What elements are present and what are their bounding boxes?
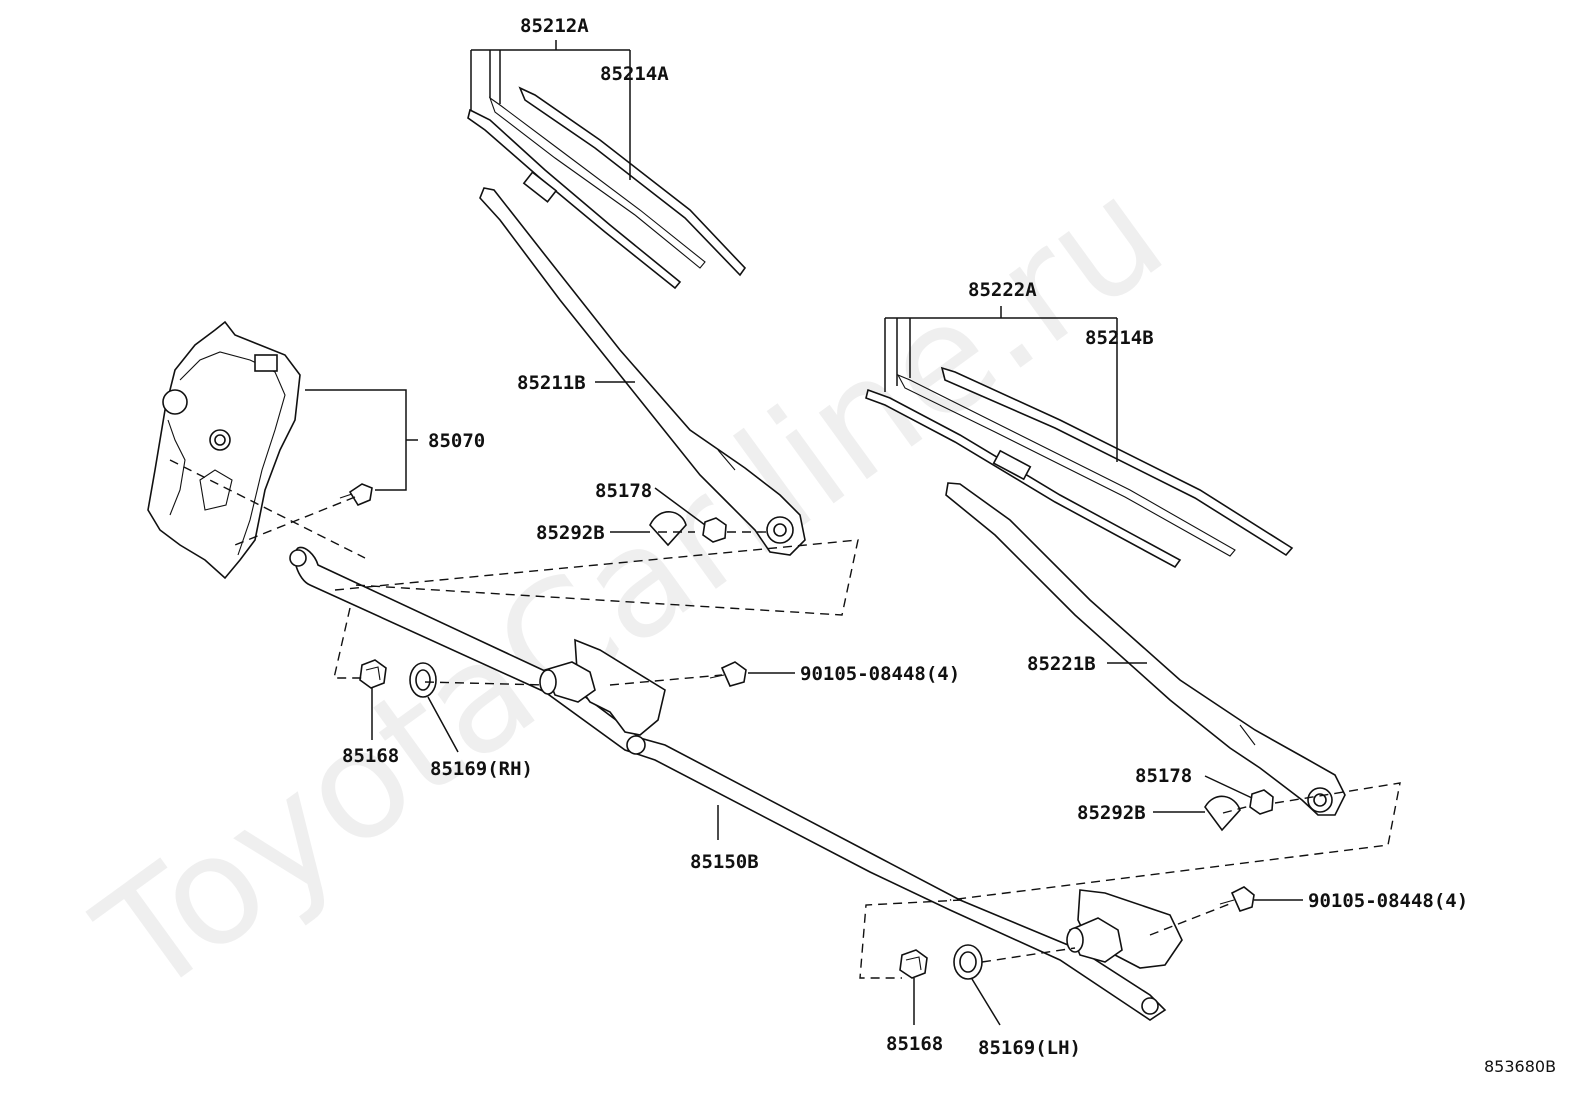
nut-85168-rh	[359, 659, 387, 689]
label-85169-lh: 85169(LH)	[978, 1037, 1081, 1059]
washer-85169-rh	[409, 662, 437, 698]
cap-85292B-lh	[1204, 795, 1241, 832]
label-85214A: 85214A	[600, 63, 669, 85]
assembly-dash-lines	[169, 459, 1401, 979]
label-85292B-lh: 85292B	[1077, 802, 1146, 824]
label-90105-08448-lower: 90105-08448(4)	[1308, 890, 1468, 912]
label-85212A: 85212A	[520, 15, 589, 37]
bolt-90105-upper	[709, 661, 747, 687]
label-90105-08448-upper: 90105-08448(4)	[800, 663, 960, 685]
watermark-text: ToyotaCarlline.ru	[68, 145, 1194, 1030]
wiper-arm-lh	[945, 482, 1346, 816]
label-85150B: 85150B	[690, 851, 759, 873]
wiper-arm-rh	[479, 187, 806, 556]
wiper-blade-lh	[865, 366, 1294, 569]
diagram-code: 853680B	[1484, 1057, 1556, 1076]
label-85214B: 85214B	[1085, 327, 1154, 349]
nut-85178-rh	[702, 517, 727, 543]
nut-85178-lh	[1249, 789, 1274, 815]
wiper-blade-rh	[467, 86, 747, 290]
label-85168-lh: 85168	[886, 1033, 943, 1055]
part-labels: 85212A 85214A 85211B 85070 85178 85292B …	[342, 15, 1556, 1076]
wiper-motor	[147, 320, 301, 580]
nut-85168-lh	[899, 949, 928, 979]
label-85168-rh: 85168	[342, 745, 399, 767]
label-85222A: 85222A	[968, 279, 1037, 301]
motor-bolt	[339, 483, 373, 507]
leader-lines	[305, 40, 1303, 1026]
label-85292B-rh: 85292B	[536, 522, 605, 544]
washer-85169-lh	[953, 944, 983, 980]
label-85070: 85070	[428, 430, 485, 452]
bolt-90105-lower	[1219, 886, 1255, 912]
label-85221B: 85221B	[1027, 653, 1096, 675]
label-85178-lh: 85178	[1135, 765, 1192, 787]
cap-85292B-rh	[649, 511, 687, 547]
label-85178-rh: 85178	[595, 480, 652, 502]
label-85169-rh: 85169(RH)	[430, 758, 533, 780]
label-85211B: 85211B	[517, 372, 586, 394]
wiper-linkage	[289, 546, 1183, 1021]
